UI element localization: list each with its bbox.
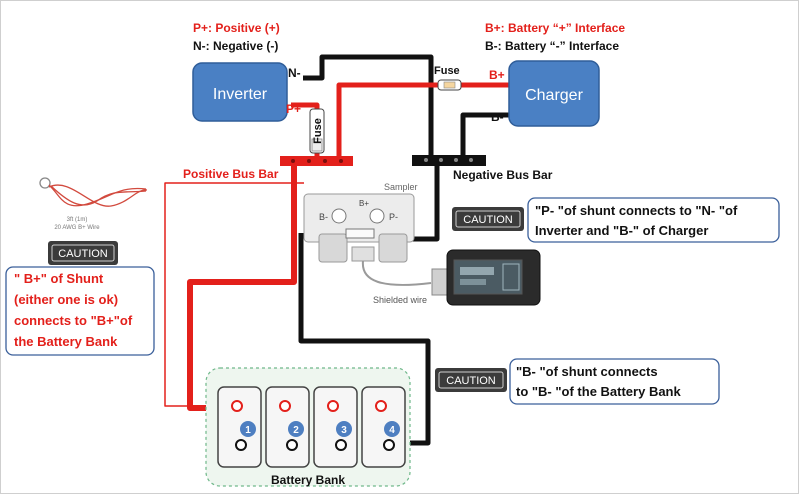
note-right-bottom-line-1: "B- "of shunt connects — [516, 364, 658, 379]
note-left-line-2: (either one is ok) — [14, 292, 118, 307]
note-left: " B+" of Shunt (either one is ok) connec… — [5, 266, 155, 356]
sampler-label: Sampler — [384, 182, 418, 192]
battery-4: 4 — [361, 386, 406, 468]
battery-1-number: 1 — [245, 425, 251, 436]
battery-2: 2 — [265, 386, 310, 468]
wire-length-text: 3ft (1m) — [67, 217, 88, 223]
note-right-bottom-line-2: to "B- "of the Battery Bank — [516, 384, 681, 399]
fuse-vertical — [309, 108, 325, 154]
legend-bminus: B-: Battery “-” Interface — [485, 39, 619, 53]
note-right-top-line-2: Inverter and "B-" of Charger — [535, 223, 708, 238]
battery-1: 1 — [217, 386, 262, 468]
fuse-horizontal — [437, 79, 462, 91]
shielded-wire-label: Shielded wire — [373, 295, 427, 305]
positive-bus-bar — [280, 156, 353, 166]
caution-badge-left: CAUTION — [48, 241, 118, 265]
fuse-horizontal-label: Fuse — [434, 65, 460, 77]
note-right-top: "P- "of shunt connects to "N- "of Invert… — [527, 197, 780, 243]
negative-bus-bar-label: Negative Bus Bar — [453, 168, 553, 182]
caution-right-top-text: CAUTION — [463, 214, 513, 226]
inverter-n-terminal: N- — [288, 66, 301, 80]
legend-bplus: B+: Battery “+” Interface — [485, 21, 625, 35]
note-left-line-1: " B+" of Shunt — [14, 271, 104, 286]
charger-bplus-terminal: B+ — [489, 68, 505, 82]
battery-4-number: 4 — [389, 425, 395, 436]
legend-nminus: N-: Negative (-) — [193, 39, 278, 53]
sense-wire-coil-image — [39, 177, 148, 207]
wire-charger-neg — [460, 112, 509, 159]
battery-negative-terminals — [235, 439, 395, 451]
wire-bus-to-shunt — [404, 161, 440, 242]
inverter-box: Inverter — [192, 62, 288, 122]
caution-left-text: CAUTION — [58, 248, 108, 260]
wire-shunt-to-battery — [298, 233, 431, 446]
note-right-bottom: "B- "of shunt connects to "B- "of the Ba… — [509, 358, 720, 405]
inverter-label: Inverter — [213, 86, 268, 103]
battery-monitor-display — [431, 249, 541, 306]
caution-right-bottom-text: CAUTION — [446, 375, 496, 387]
battery-bank-label: Battery Bank — [271, 473, 345, 487]
shunt-bplus-label: B+ — [359, 199, 369, 208]
note-left-line-4: the Battery Bank — [14, 334, 118, 349]
charger-box: Charger — [508, 60, 600, 127]
battery-positive-terminals — [231, 400, 387, 412]
battery-3-number: 3 — [341, 425, 347, 436]
negative-bus-bar — [412, 155, 486, 166]
battery-2-number: 2 — [293, 425, 299, 436]
fuse-vertical-label: Fuse — [312, 118, 324, 144]
note-right-top-line-1: "P- "of shunt connects to "N- "of — [535, 203, 738, 218]
legend-pplus: P+: Positive (+) — [193, 21, 280, 35]
charger-label: Charger — [525, 87, 583, 104]
wire-inverter-neg — [303, 54, 434, 159]
battery-3: 3 — [313, 386, 358, 468]
charger-bminus-terminal: B- — [491, 110, 504, 124]
caution-badge-right-top: CAUTION — [452, 207, 524, 231]
inverter-p-terminal: P+ — [286, 102, 301, 116]
wire-gauge-text: 20 AWG B+ Wire — [54, 225, 100, 231]
shunt-pminus-label: P- — [389, 212, 398, 222]
caution-badge-right-bottom: CAUTION — [435, 368, 507, 392]
positive-bus-bar-label: Positive Bus Bar — [183, 167, 279, 181]
shunt-bminus-label: B- — [319, 212, 328, 222]
note-left-line-3: connects to "B+"of — [14, 313, 133, 328]
shunt — [303, 193, 432, 286]
